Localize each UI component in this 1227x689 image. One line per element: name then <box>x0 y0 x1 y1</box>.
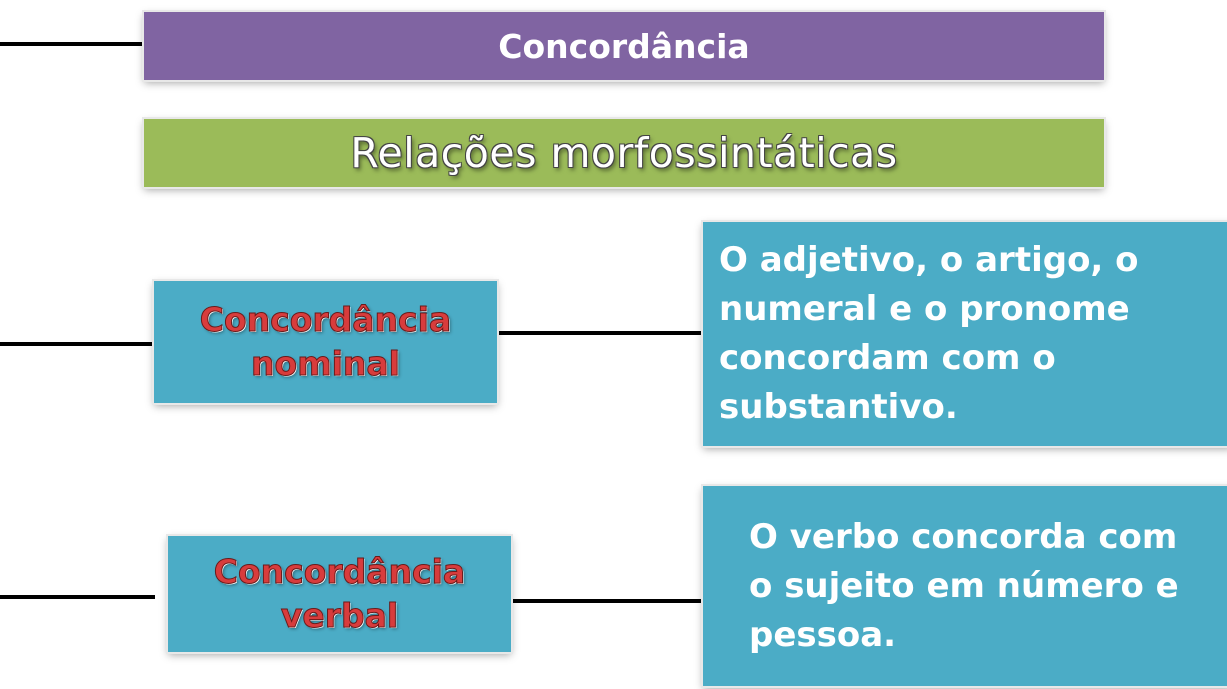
connector-verbal-left <box>0 595 155 599</box>
connector-nominal-right <box>497 331 703 335</box>
connector-title-left <box>0 42 146 46</box>
nominal-description-box: O adjetivo, o artigo, o numeral e o pron… <box>703 222 1227 446</box>
subtitle-box: Relações morfossintáticas <box>144 119 1104 187</box>
connector-nominal-left <box>0 342 156 346</box>
verbal-label-text: Concordância verbal <box>213 552 466 636</box>
verbal-description-box: O verbo concorda com o sujeito em número… <box>703 486 1227 686</box>
title-box: Concordância <box>144 12 1104 80</box>
subtitle-text: Relações morfossintáticas <box>350 129 898 177</box>
nominal-description-text: O adjetivo, o artigo, o numeral e o pron… <box>719 240 1139 427</box>
verbal-description-text: O verbo concorda com o sujeito em número… <box>749 516 1179 655</box>
title-text: Concordância <box>498 26 750 66</box>
verbal-label-box: Concordância verbal <box>168 536 511 652</box>
connector-verbal-right <box>511 599 703 603</box>
nominal-label-box: Concordância nominal <box>154 281 497 403</box>
nominal-label-text: Concordância nominal <box>199 300 452 384</box>
